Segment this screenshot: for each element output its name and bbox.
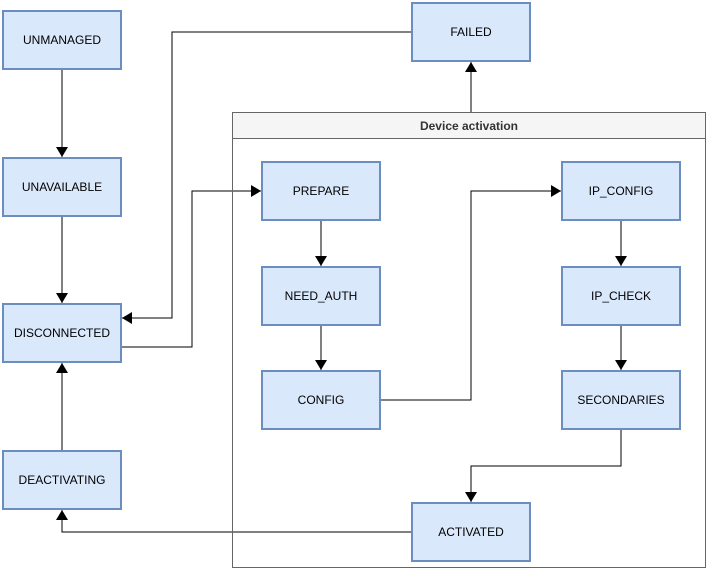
node-deactivating: DEACTIVATING bbox=[2, 450, 122, 510]
node-ip-check: IP_CHECK bbox=[561, 266, 681, 326]
node-ip-config: IP_CONFIG bbox=[561, 161, 681, 221]
node-failed: FAILED bbox=[411, 2, 531, 62]
node-activated: ACTIVATED bbox=[411, 502, 531, 562]
node-prepare: PREPARE bbox=[261, 161, 381, 221]
device-activation-title: Device activation bbox=[419, 118, 519, 133]
node-config: CONFIG bbox=[261, 370, 381, 430]
node-secondaries: SECONDARIES bbox=[561, 370, 681, 430]
device-activation-container: Device activation bbox=[232, 112, 706, 568]
node-disconnected: DISCONNECTED bbox=[2, 303, 122, 363]
node-unavailable: UNAVAILABLE bbox=[2, 157, 122, 217]
node-need-auth: NEED_AUTH bbox=[261, 266, 381, 326]
node-unmanaged: UNMANAGED bbox=[2, 10, 122, 70]
device-activation-header: Device activation bbox=[233, 113, 705, 139]
